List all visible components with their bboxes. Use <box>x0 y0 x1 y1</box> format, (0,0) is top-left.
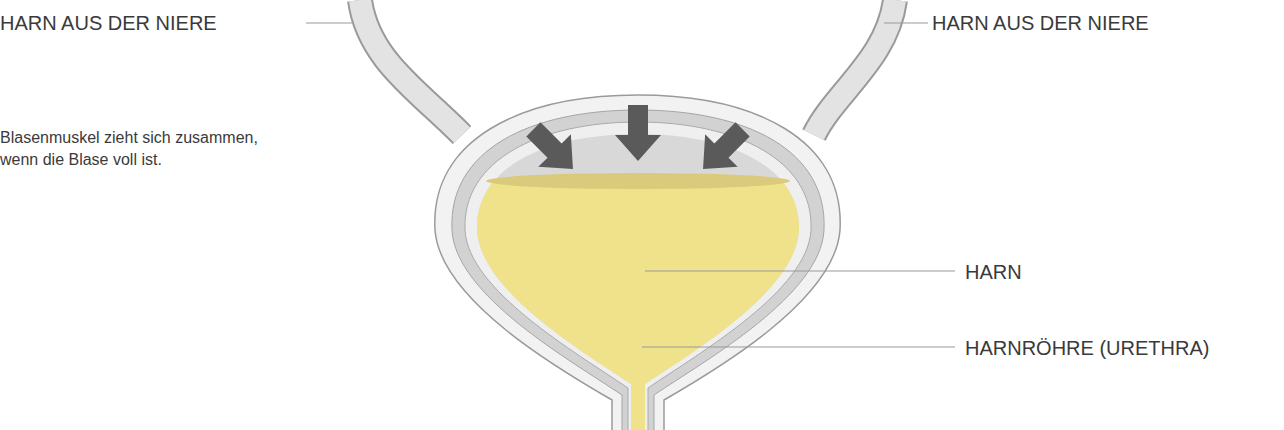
leader-line <box>884 23 928 24</box>
ureter-left <box>360 0 462 135</box>
note-text: Blasenmuskel zieht sich zusammen, wenn d… <box>0 127 298 171</box>
contraction-arrow <box>687 113 759 185</box>
urine-surface <box>486 173 790 189</box>
ureter-right-fill <box>814 0 895 135</box>
part-label: HARN AUS DER NIERE <box>0 10 305 36</box>
bladder-lining <box>465 122 811 430</box>
part-label: HARN <box>965 259 1265 285</box>
part-label: HARNRÖHRE (URETHRA) <box>965 335 1280 361</box>
leader-line <box>645 271 955 272</box>
leader-line <box>306 23 352 24</box>
leader-line <box>642 347 955 348</box>
ureter-right <box>814 0 895 135</box>
urine <box>477 180 799 430</box>
bladder-outer-wall <box>435 95 840 430</box>
contraction-arrow <box>615 105 661 161</box>
bladder-lumen <box>477 134 799 430</box>
part-label: HARN AUS DER NIERE <box>932 10 1272 36</box>
ureter-left-fill <box>360 0 462 135</box>
contraction-arrow <box>517 113 589 185</box>
